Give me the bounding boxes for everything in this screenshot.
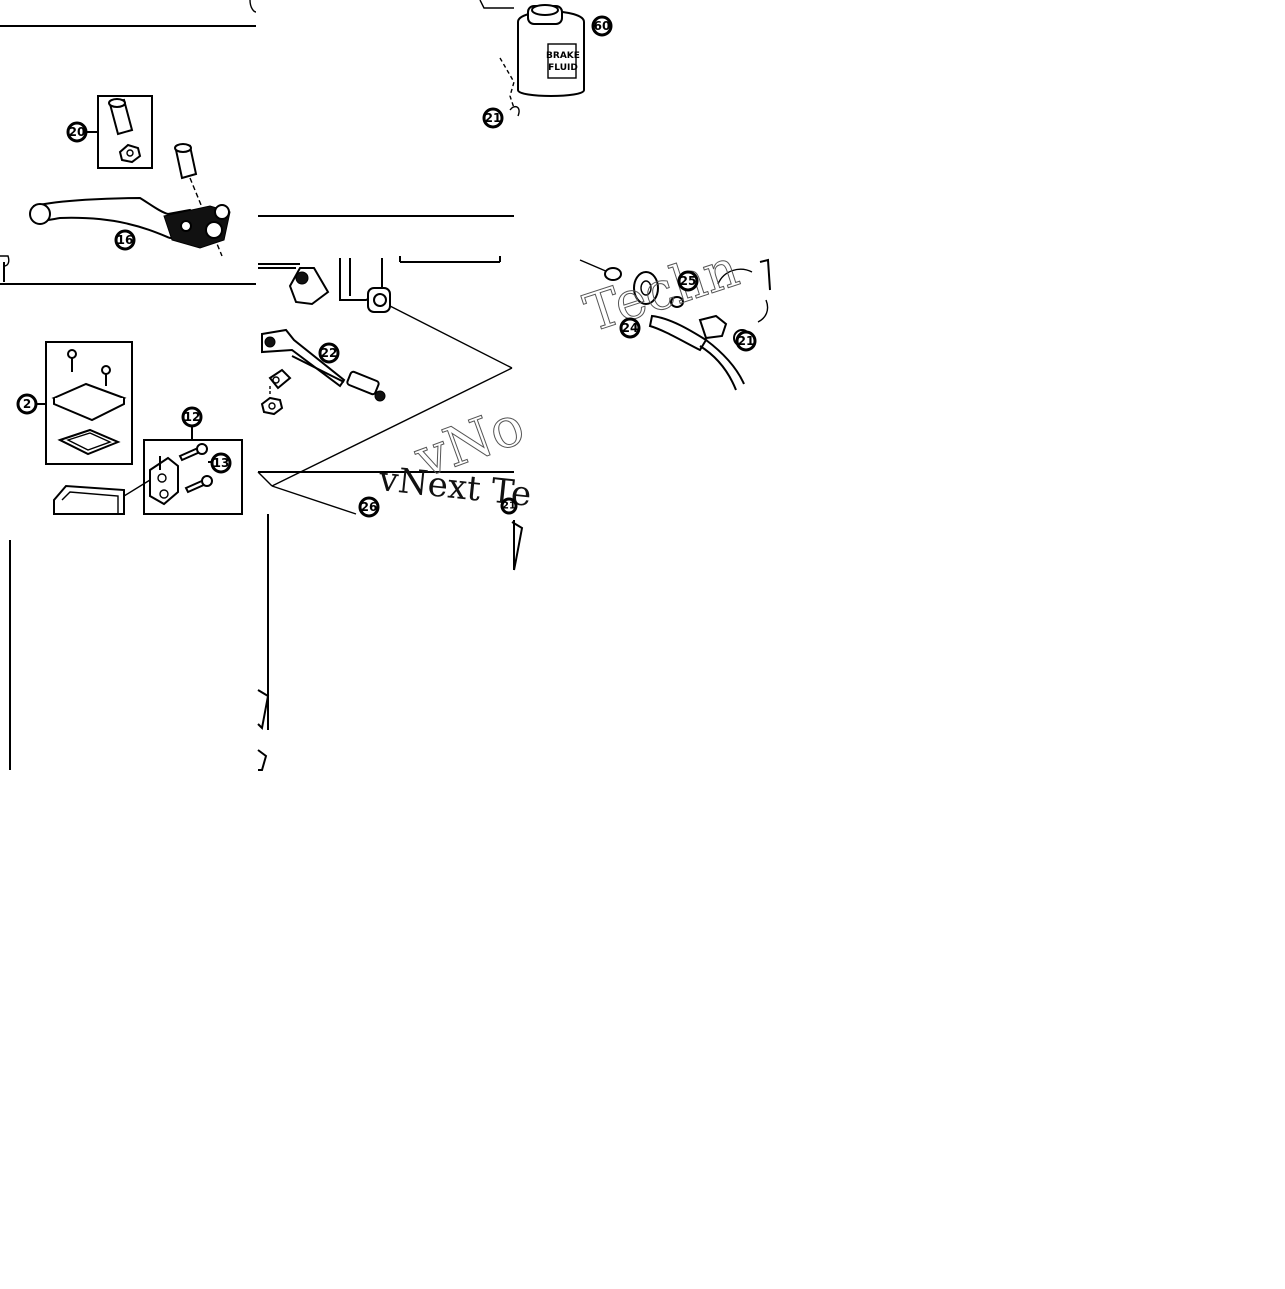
callout-26: 26 bbox=[358, 496, 380, 518]
callout-60-label: 60 bbox=[594, 19, 611, 33]
brake-fluid-can: BRAKE FLUID bbox=[479, 0, 585, 117]
callout-13: 13 bbox=[210, 452, 232, 474]
reservoir-body bbox=[53, 479, 151, 515]
misc-fragments bbox=[0, 0, 524, 771]
callout-22: 22 bbox=[318, 342, 340, 364]
callout-12-label: 12 bbox=[184, 410, 201, 424]
callout-21a: 21 bbox=[482, 107, 504, 129]
callout-21b: 21 bbox=[735, 330, 757, 352]
box-part-20 bbox=[86, 95, 153, 169]
callout-25-label: 25 bbox=[680, 274, 697, 288]
callout-12: 12 bbox=[181, 406, 203, 428]
box-part-2 bbox=[36, 341, 133, 465]
callout-24-label: 24 bbox=[622, 321, 639, 335]
box-parts-12-13 bbox=[143, 426, 243, 515]
callout-22-label: 22 bbox=[321, 346, 338, 360]
can-label-line2: FLUID bbox=[548, 63, 578, 73]
can-label-line1: BRAKE bbox=[546, 51, 580, 61]
callout-25: 25 bbox=[677, 270, 699, 292]
callout-21a-label: 21 bbox=[485, 111, 502, 125]
callout-26-label: 26 bbox=[361, 500, 378, 514]
sensor-part-22 bbox=[260, 328, 386, 416]
callout-20-label: 20 bbox=[69, 125, 86, 139]
callout-2-label: 2 bbox=[23, 397, 31, 411]
callout-20: 20 bbox=[66, 121, 88, 143]
callout-21c: 21 bbox=[500, 497, 518, 515]
callout-21b-label: 21 bbox=[738, 334, 755, 348]
caliper-assembly bbox=[257, 258, 513, 515]
lever-part-16 bbox=[29, 143, 231, 257]
callout-24: 24 bbox=[619, 317, 641, 339]
callout-16: 16 bbox=[114, 229, 136, 251]
callout-2: 2 bbox=[16, 393, 38, 415]
callout-16-label: 16 bbox=[117, 233, 134, 247]
callout-21c-label: 21 bbox=[502, 501, 516, 512]
callout-60: 60 bbox=[591, 15, 613, 37]
callout-13-label: 13 bbox=[213, 456, 230, 470]
